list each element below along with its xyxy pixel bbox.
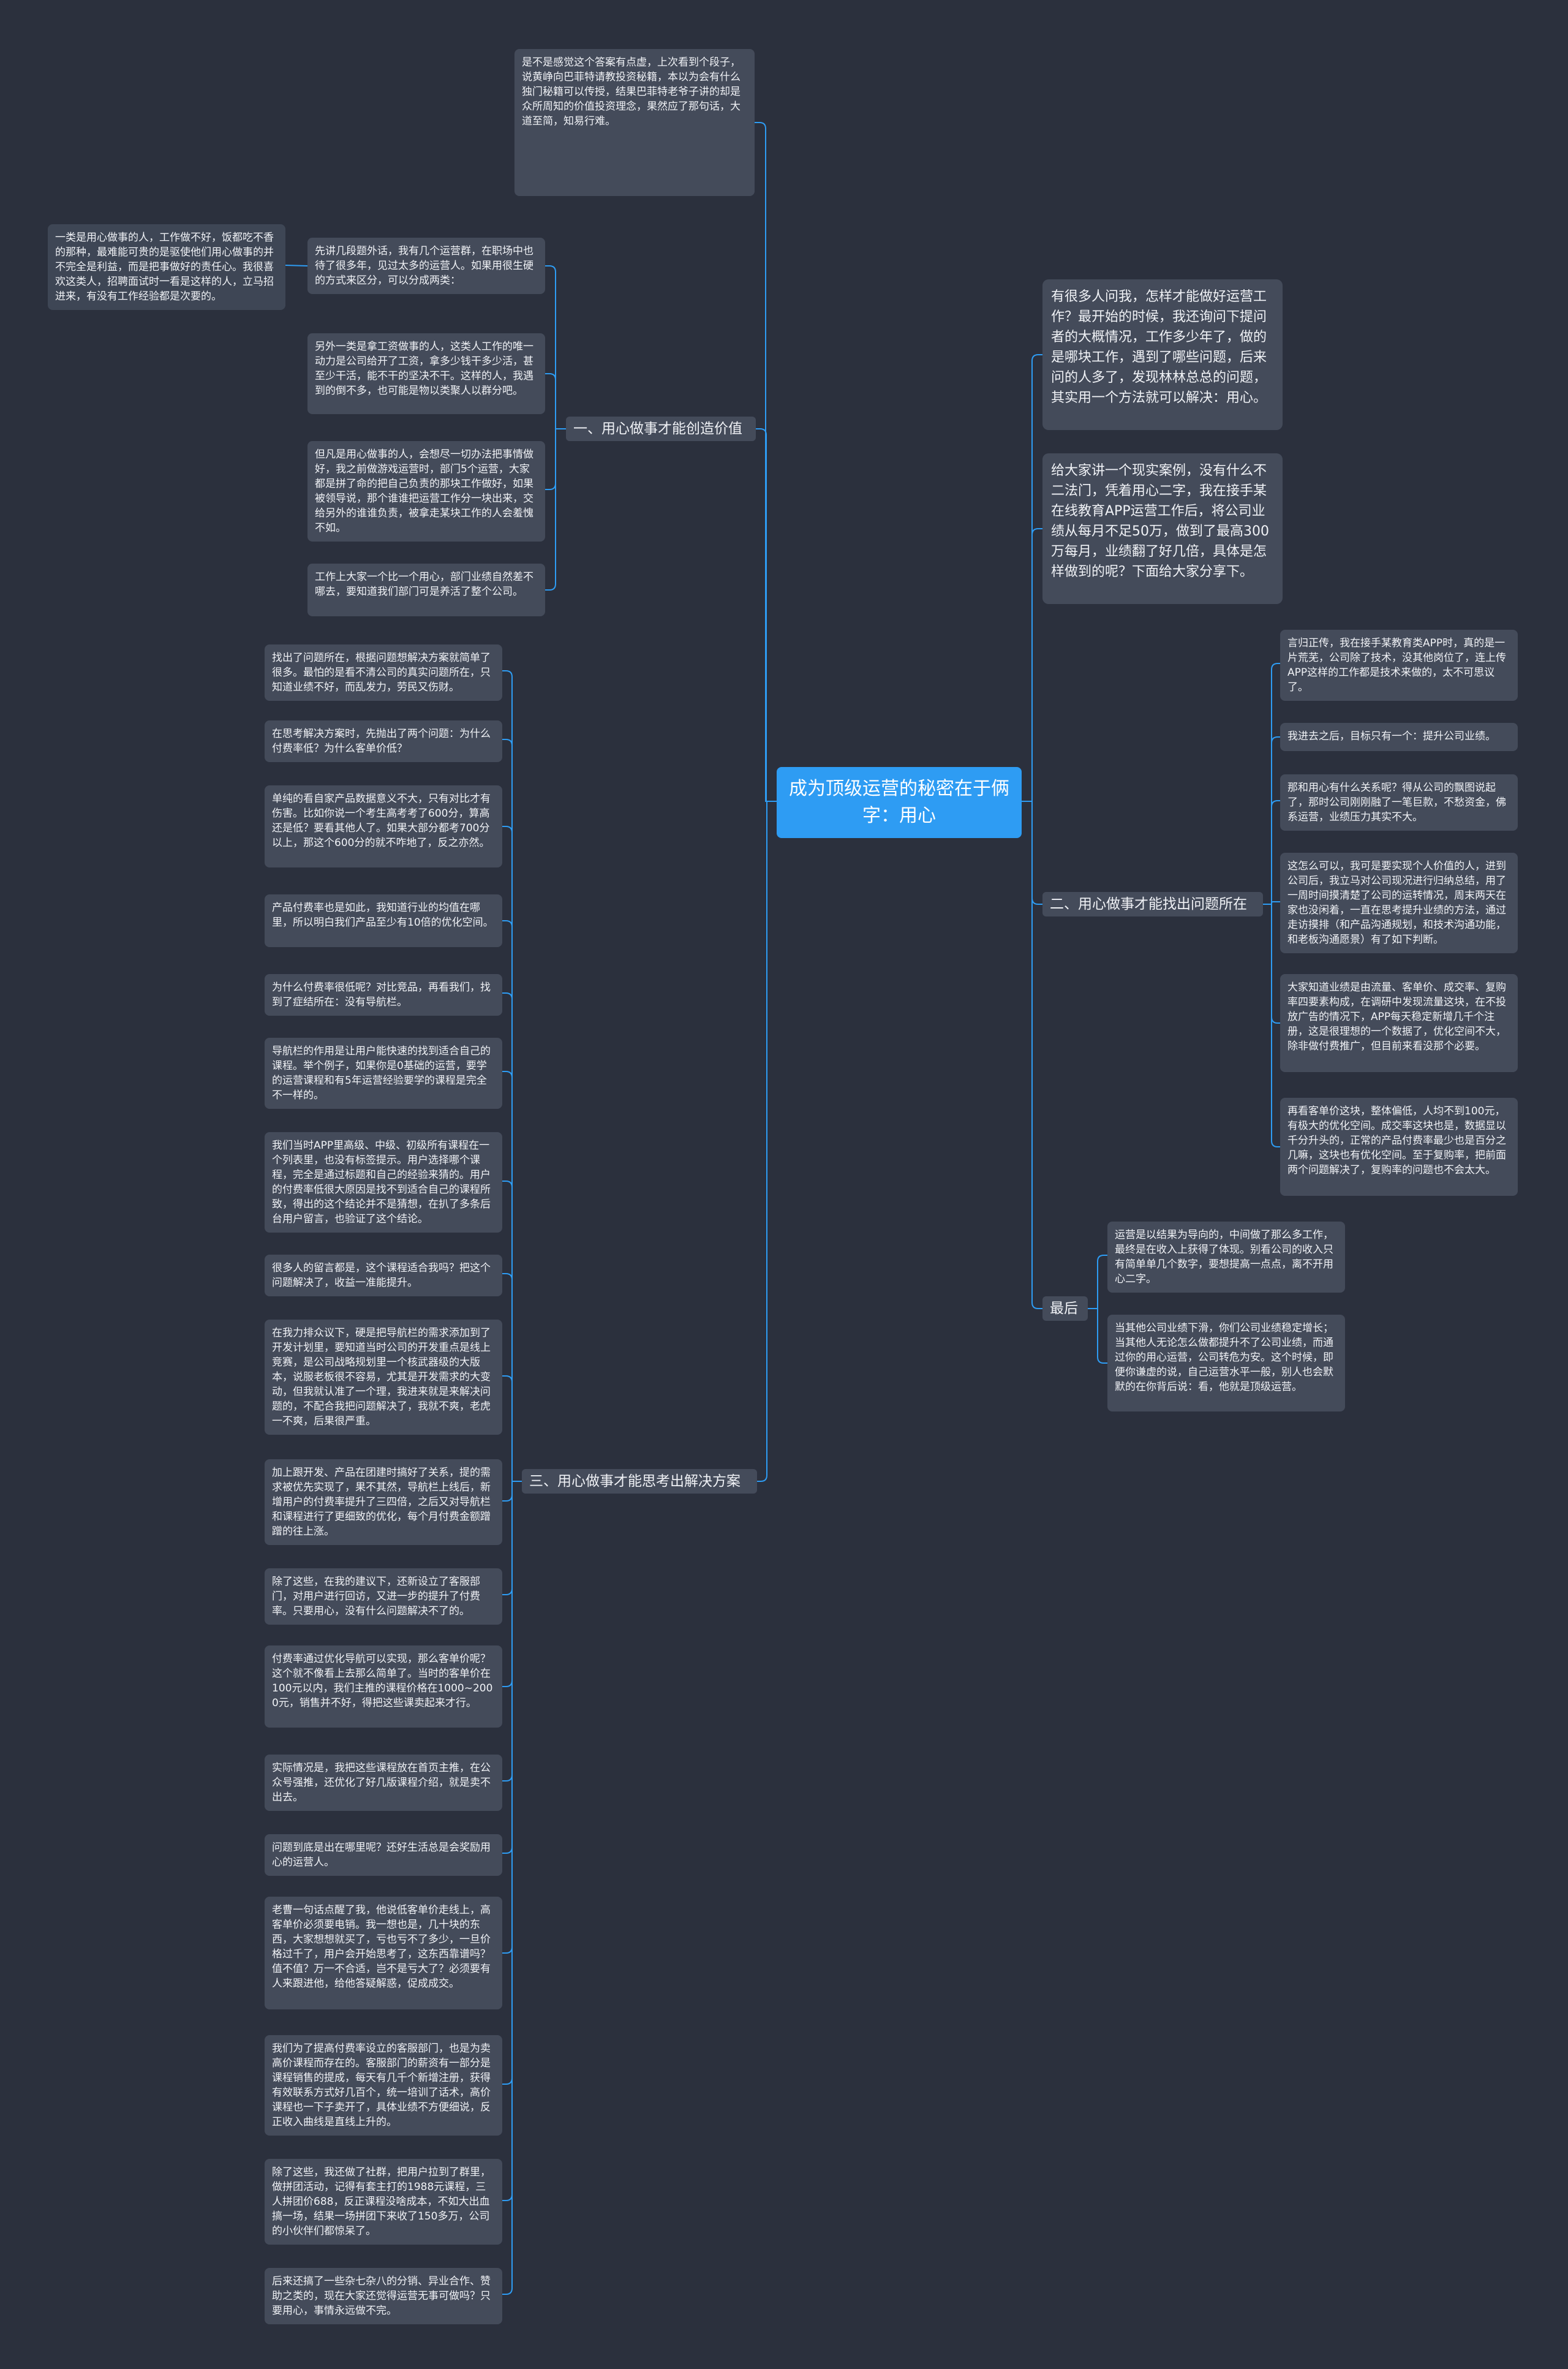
- topic-solution-13[interactable]: 实际情况是，我把这些课程放在首页主推，在公众号强推，还优化了好几版课程介绍，就是…: [265, 1755, 502, 1811]
- connector-central-b4: [1022, 801, 1042, 1309]
- topic-investigation[interactable]: 这怎么可以，我可是要实现个人价值的人，进到公司后，我立马对公司现况进行归纳总结，…: [1280, 853, 1518, 953]
- topic-intro-question[interactable]: 有很多人问我，怎样才能做好运营工作？最开始的时候，我还询问下提问者的大概情况，工…: [1042, 279, 1283, 430]
- connector-b2-b2c3: [1263, 800, 1280, 905]
- branch-finally[interactable]: 最后: [1042, 1296, 1088, 1321]
- connector-b3-b3c5: [502, 992, 522, 1482]
- branch-create-value[interactable]: 一、用心做事才能创造价值: [566, 417, 756, 441]
- topic-salary-worker[interactable]: 另外一类是拿工资做事的人，这类人工作的唯一动力是公司给开了工资，拿多少钱干多少活…: [307, 333, 545, 414]
- topic-intro-case[interactable]: 给大家讲一个现实案例，没有什么不二法门，凭着用心二字，我在接手某在线教育APP运…: [1042, 453, 1283, 604]
- connector-b3-b3c6: [502, 1071, 522, 1482]
- connector-b3-b3c1: [502, 670, 522, 1482]
- topic-solution-8[interactable]: 很多人的留言都是，这个课程适合我吗？把这个问题解决了，收益一准能提升。: [265, 1255, 502, 1296]
- topic-result-oriented[interactable]: 运营是以结果为导向的，中间做了那么多工作，最终是在收入上获得了体现。别看公司的收…: [1107, 1222, 1345, 1293]
- connector-central-r_intro1: [1022, 354, 1042, 802]
- topic-solution-4[interactable]: 产品付费率也是如此，我知道行业的均值在哪里，所以明白我们产品至少有10倍的优化空…: [265, 894, 502, 947]
- topic-solution-18[interactable]: 后来还搞了一些杂七杂八的分销、异业合作、赞助之类的，现在大家还觉得运营无事可做吗…: [265, 2268, 502, 2324]
- topic-solution-17[interactable]: 除了这些，我还做了社群，把用户拉到了群里，做拼团活动，记得有套主打的1988元课…: [265, 2159, 502, 2245]
- topic-game-team[interactable]: 但凡是用心做事的人，会想尽一切办法把事情做好，我之前做游戏运营时，部门5个运营，…: [307, 441, 545, 542]
- topic-solution-16[interactable]: 我们为了提高付费率设立的客服部门，也是为卖高价课程而存在的。客服部门的薪资有一部…: [265, 2035, 502, 2136]
- topic-solution-15[interactable]: 老曹一句话点醒了我，他说低客单价走线上，高客单价必须要电销。我一想也是，几十块的…: [265, 1897, 502, 2009]
- connector-b2-b2c4: [1263, 901, 1280, 905]
- topic-solution-2[interactable]: 在思考解决方案时，先抛出了两个问题：为什么付费率低？为什么客单价低？: [265, 720, 502, 762]
- topic-app-status[interactable]: 言归正传，我在接手某教育类APP时，真的是一片荒芜，公司除了技术，没其他岗位了，…: [1280, 630, 1518, 701]
- topic-two-types[interactable]: 先讲几段题外话，我有几个运营群，在职场中也待了很多年，见过太多的运营人。如果用很…: [307, 238, 545, 294]
- branch-find-problem[interactable]: 二、用心做事才能找出问题所在: [1042, 892, 1263, 916]
- topic-solution-10[interactable]: 加上跟开发、产品在团建时搞好了关系，提的需求被优先实现了，果不其然，导航栏上线后…: [265, 1459, 502, 1545]
- connector-central-n_top: [755, 122, 777, 802]
- topic-solution-3[interactable]: 单纯的看自家产品数据意义不大，只有对比才有伤害。比如你说一个考生高考考了600分…: [265, 785, 502, 867]
- topic-solution-1[interactable]: 找出了问题所在，根据问题想解决方案就简单了很多。最怕的是看不清公司的真实问题所在…: [265, 644, 502, 701]
- connector-b3-b3c8: [502, 1273, 522, 1482]
- topic-careful-worker[interactable]: 一类是用心做事的人，工作做不好，饭都吃不香的那种，最难能可贵的是驱使他们用心做事…: [48, 224, 285, 310]
- connector-b3-b3c3: [502, 826, 522, 1482]
- topic-top-operator[interactable]: 当其他公司业绩下滑，你们公司业绩稳定增长；当其他人无论怎么做都提升不了公司业绩，…: [1107, 1315, 1345, 1411]
- topic-solution-9[interactable]: 在我力排众议下，硬是把导航栏的需求添加到了开发计划里，要知道当时公司的开发重点是…: [265, 1320, 502, 1435]
- connector-b3-b3c9: [502, 1375, 522, 1482]
- connector-b1-b1c2: [545, 373, 566, 429]
- connector-central-b3: [757, 801, 777, 1482]
- topic-solution-14[interactable]: 问题到底是出在哪里呢？还好生活总是会奖励用心的运营人。: [265, 1834, 502, 1876]
- topic-goal[interactable]: 我进去之后，目标只有一个：提升公司业绩。: [1280, 723, 1518, 751]
- topic-solution-5[interactable]: 为什么付费率很低呢？对比竞品，再看我们，找到了症结所在：没有导航栏。: [265, 974, 502, 1016]
- central-topic[interactable]: 成为顶级运营的秘密在于俩字：用心: [777, 767, 1022, 838]
- connector-b4-b4c2: [1088, 1308, 1107, 1364]
- connector-b4-b4c1: [1088, 1255, 1107, 1309]
- topic-unit-price[interactable]: 再看客单价这块，整体偏低，人均不到100元，有极大的优化空间。成交率这块也是，数…: [1280, 1098, 1518, 1196]
- connector-b1-b1c4: [545, 428, 566, 591]
- topic-solution-11[interactable]: 除了这些，在我的建议下，还新设立了客服部门，对用户进行回访，又进一步的提升了付费…: [265, 1568, 502, 1625]
- connector-b2-b2c2: [1263, 736, 1280, 905]
- connector-central-b1: [756, 428, 777, 802]
- connector-b2-b2c1: [1263, 663, 1280, 905]
- connector-b1-b1c1: [545, 265, 566, 429]
- topic-solution-6[interactable]: 导航栏的作用是让用户能快速的找到适合自己的课程。举个例子，如果你是0基础的运营，…: [265, 1038, 502, 1109]
- connector-central-r_intro2: [1022, 528, 1042, 802]
- topic-top-intro[interactable]: 是不是感觉这个答案有点虚，上次看到个段子，说黄峥向巴菲特请教投资秘籍，本以为会有…: [514, 49, 755, 196]
- connector-b3-b3c2: [502, 739, 522, 1482]
- topic-department-result[interactable]: 工作上大家一个比一个用心，部门业绩自然差不哪去，要知道我们部门可是养活了整个公司…: [307, 564, 545, 616]
- topic-company-context[interactable]: 那和用心有什么关系呢？得从公司的飘图说起了，那时公司刚刚融了一笔巨款，不愁资金，…: [1280, 774, 1518, 831]
- topic-solution-7[interactable]: 我们当时APP里高级、中级、初级所有课程在一个列表里，也没有标签提示。用户选择哪…: [265, 1132, 502, 1233]
- branch-solutions[interactable]: 三、用心做事才能思考出解决方案: [522, 1469, 757, 1494]
- topic-traffic[interactable]: 大家知道业绩是由流量、客单价、成交率、复购率四要素构成，在调研中发现流量这块，在…: [1280, 974, 1518, 1072]
- connector-b2-b2c6: [1263, 904, 1280, 1147]
- connector-b3-b3c4: [502, 920, 522, 1482]
- connector-b3-b3c7: [502, 1181, 522, 1482]
- connector-b1c1-b1c1a: [285, 265, 308, 266]
- connector-b3-b3c18: [502, 1481, 522, 2295]
- topic-solution-12[interactable]: 付费率通过优化导航可以实现，那么客单价呢？这个就不像看上去那么简单了。当时的客单…: [265, 1645, 502, 1728]
